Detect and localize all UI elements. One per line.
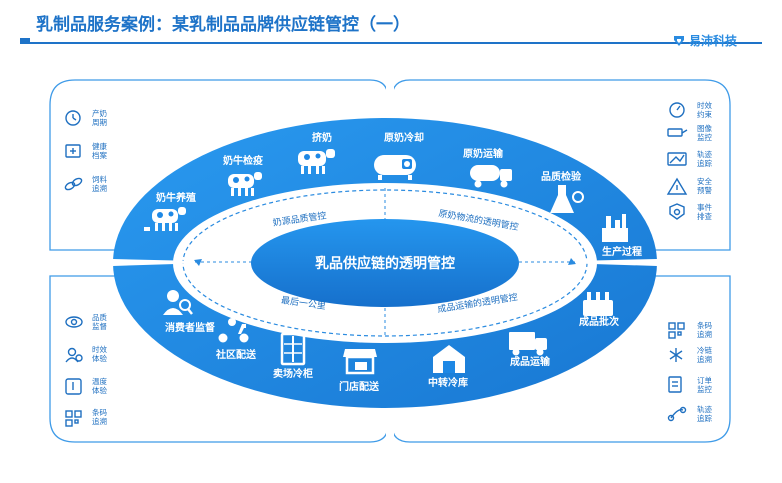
health-record-icon (65, 144, 81, 158)
stage-label-s12: 卖场冷柜 (273, 367, 313, 380)
tr-4-a: 事件 (697, 202, 712, 212)
br-3-a: 轨迹 (697, 404, 712, 414)
delivery-truck-icon (509, 332, 547, 356)
br-2-b: 监控 (697, 384, 712, 394)
tl-1-a: 健康 (92, 141, 107, 151)
bl-2-a: 温度 (92, 376, 107, 386)
cow-icon (144, 207, 186, 231)
stage-label-s5: 原奶运输 (463, 147, 504, 160)
fridge-icon (280, 332, 306, 366)
tl-2-a: 饲料 (92, 174, 107, 184)
track-map-icon (667, 152, 687, 166)
lab-flask-icon (550, 185, 584, 213)
stage-label-s13: 社区配送 (215, 348, 257, 361)
tr-2-b: 追踪 (697, 158, 712, 168)
tl-2-b: 追溯 (92, 183, 107, 193)
tr-0-b: 约束 (697, 109, 712, 119)
bl-1-a: 时效 (92, 344, 107, 354)
bl-3-b: 追溯 (92, 416, 107, 426)
panel-bottom-right-items (667, 322, 687, 422)
store-icon (343, 349, 377, 375)
br-1-a: 冷链 (697, 345, 712, 355)
stage-label-s1: 奶牛养殖 (156, 191, 196, 204)
cow-icon (228, 172, 262, 196)
ring-divider-left (113, 259, 240, 266)
stage-label-s10: 中转冷库 (428, 376, 468, 389)
title-accent (20, 38, 30, 44)
panel-labels: 产奶 周期 健康 档案 饲料 追溯 时效 约束 图像 监控 轨迹 追踪 安全 预… (92, 100, 712, 426)
route-icon (667, 406, 687, 422)
feed-leaf-icon (64, 177, 83, 191)
consumer-search-icon (163, 290, 193, 315)
tr-1-b: 监控 (697, 132, 712, 142)
tr-3-b: 预警 (697, 185, 712, 195)
product-batch-icon (583, 292, 613, 316)
qr-code-icon (668, 322, 685, 339)
logo-icon (674, 35, 684, 46)
brand-logo: 易沛科技 (672, 32, 737, 49)
bl-1-b: 体验 (92, 353, 107, 363)
tr-4-b: 排查 (697, 211, 712, 221)
ring-divider-right (530, 259, 657, 266)
br-0-b: 追溯 (697, 329, 712, 339)
cooling-tank-icon (374, 155, 416, 180)
order-doc-icon (668, 376, 682, 393)
tl-0-b: 周期 (92, 118, 107, 127)
tl-0-a: 产奶 (92, 108, 107, 118)
tr-1-a: 图像 (697, 123, 712, 133)
tl-1-b: 档案 (92, 150, 107, 160)
br-1-b: 追溯 (697, 354, 712, 364)
snowflake-icon (669, 348, 683, 362)
bl-0-a: 品质 (92, 312, 107, 322)
br-3-b: 追踪 (697, 413, 712, 423)
warehouse-icon (433, 345, 465, 373)
panel-top-right-items (666, 102, 688, 220)
bl-0-b: 监督 (92, 321, 107, 331)
eye-icon (65, 316, 83, 328)
camera-icon (667, 128, 688, 137)
stage-icons: 奶牛养殖 奶牛检疫 挤奶 原奶冷却 (144, 131, 642, 393)
person-time-icon (65, 347, 83, 363)
stage-label-s3: 挤奶 (312, 131, 332, 144)
tr-3-a: 安全 (697, 176, 712, 186)
cow-icon (298, 149, 335, 174)
stage-label-s2: 奶牛检疫 (223, 154, 263, 167)
stage-label-s4: 原奶冷却 (384, 131, 424, 144)
panel-bottom-left-items (65, 316, 83, 427)
thermometer-icon (65, 378, 82, 395)
title-underline (20, 42, 762, 44)
stage-label-s11: 门店配送 (339, 380, 380, 393)
stage-label-s8: 成品批次 (579, 315, 619, 328)
tanker-truck-icon (470, 165, 512, 188)
stage-label-s9: 成品运输 (510, 355, 551, 368)
panel-top-right (391, 79, 731, 251)
br-2-a: 订单 (697, 375, 712, 385)
factory-icon (602, 214, 628, 242)
br-0-a: 条码 (697, 320, 712, 330)
tr-2-a: 轨迹 (697, 149, 712, 159)
stage-label-s7: 生产过程 (602, 245, 642, 258)
page-title: 乳制品服务案例：某乳制品品牌供应链管控（一） (36, 15, 410, 35)
logo-text: 易沛科技 (689, 34, 738, 48)
panel-top-left-items (64, 110, 83, 191)
stage-label-s14: 消费者监督 (165, 321, 215, 334)
center-label: 乳品供应链的透明管控 (315, 255, 455, 272)
bl-2-b: 体验 (92, 385, 107, 395)
tr-0-a: 时效 (697, 100, 712, 110)
event-search-icon (669, 203, 685, 220)
timer-icon (669, 102, 685, 118)
stage-label-s6: 品质检验 (541, 170, 582, 183)
warning-icon (666, 177, 688, 195)
clock-icon (65, 110, 81, 126)
bl-3-a: 条码 (92, 407, 107, 417)
qr-code-icon (65, 410, 82, 427)
center-hub (251, 219, 519, 307)
scooter-icon (218, 318, 249, 343)
